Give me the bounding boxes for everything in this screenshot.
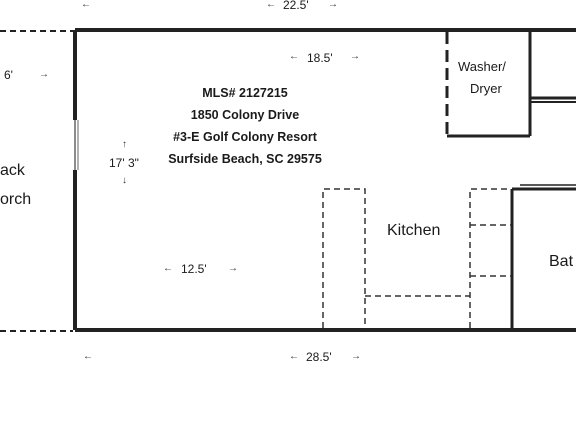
dryer-label: Dryer xyxy=(470,81,502,96)
bottom-right-arrow: → xyxy=(351,351,361,362)
washer-label: Washer/ xyxy=(458,59,506,74)
bottom-inner-left-arrow: ← xyxy=(289,351,299,362)
city-state-zip: Surfside Beach, SC 29575 xyxy=(168,152,322,166)
inner-right-arrow: → xyxy=(350,51,360,62)
street-address: 1850 Colony Drive xyxy=(190,108,300,122)
lower-right-arrow: → xyxy=(228,263,238,274)
top-overall-dimension: 22.5' xyxy=(283,0,309,12)
kitchen-counter-right xyxy=(469,188,511,328)
kitchen-label: Kitchen xyxy=(387,222,441,239)
bottom-left-arrow: ← xyxy=(83,351,93,362)
top-inner-dimension: 18.5' xyxy=(307,51,333,65)
mls-number: MLS# 2127215 xyxy=(202,86,288,100)
bottom-overall-dimension: 28.5' xyxy=(306,350,332,364)
height-down-arrow: ↓ xyxy=(122,175,127,186)
top-left-arrow: ← xyxy=(81,0,91,10)
back-porch-label-1: ack xyxy=(0,162,25,179)
unit-resort: #3-E Golf Colony Resort xyxy=(173,130,317,144)
kitchen-counter-left xyxy=(322,188,366,328)
height-up-arrow: ↑ xyxy=(122,139,127,150)
left-edge-arrow: → xyxy=(39,69,49,80)
lower-left-dimension: 12.5' xyxy=(181,262,207,276)
top-overall-right-arrow: → xyxy=(328,0,338,10)
height-dimension: 17' 3" xyxy=(109,156,139,170)
top-overall-left-arrow: ← xyxy=(266,0,276,10)
bath-label: Bat xyxy=(549,253,574,270)
inner-left-arrow: ← xyxy=(289,51,299,62)
lower-left-arrow: ← xyxy=(163,263,173,274)
back-porch-label-2: orch xyxy=(0,191,32,208)
left-edge-dimension: 6' xyxy=(4,68,13,82)
